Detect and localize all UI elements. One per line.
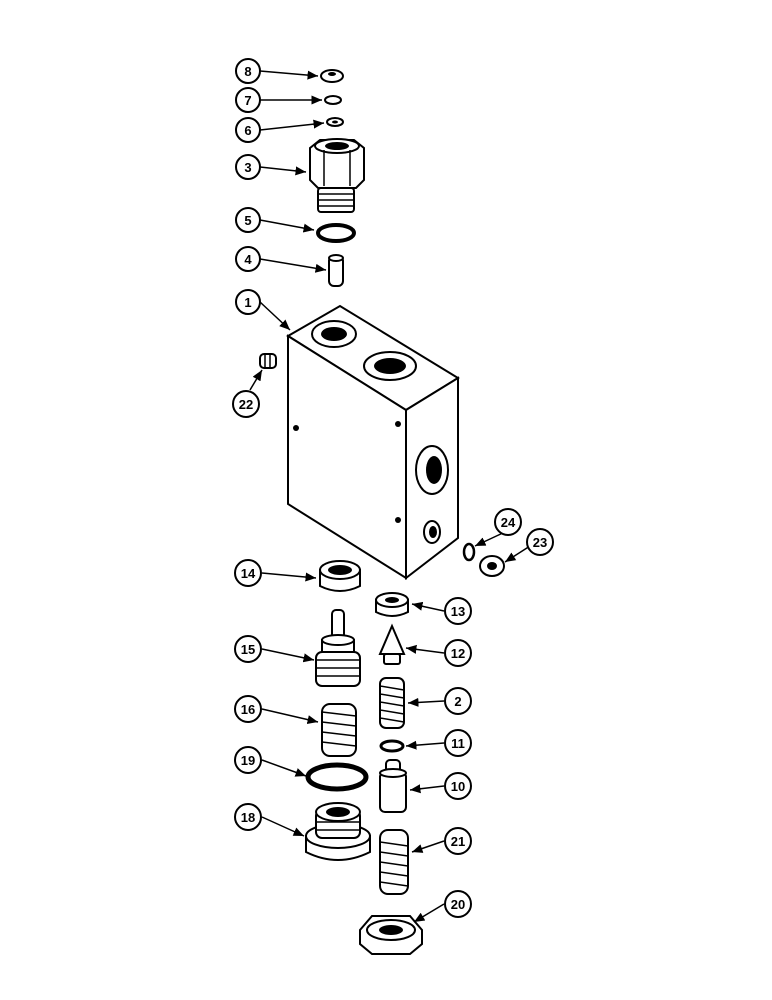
part-13-nut (375, 592, 409, 617)
callout-19: 19 (234, 746, 262, 774)
svg-text:4: 4 (244, 252, 252, 267)
part-18-plug (305, 802, 371, 861)
callout-10: 10 (444, 772, 472, 800)
svg-text:22: 22 (239, 397, 253, 412)
svg-text:5: 5 (244, 213, 251, 228)
part-3-fitting (309, 138, 365, 213)
svg-text:13: 13 (451, 604, 465, 619)
svg-text:11: 11 (451, 736, 465, 751)
part-23-plug (479, 555, 505, 577)
svg-text:19: 19 (241, 753, 255, 768)
part-20-hex-nut (359, 915, 423, 955)
callout-21: 21 (444, 827, 472, 855)
part-7-disc (324, 95, 342, 105)
svg-text:18: 18 (241, 810, 255, 825)
part-22-set-screw (259, 353, 277, 369)
part-19-o-ring (305, 762, 369, 792)
callout-14: 14 (234, 559, 262, 587)
part-11-o-ring (379, 739, 405, 753)
svg-text:15: 15 (241, 642, 255, 657)
callout-2: 2 (444, 687, 472, 715)
callout-16: 16 (234, 695, 262, 723)
part-24-ring (462, 542, 476, 562)
svg-text:23: 23 (533, 535, 547, 550)
callout-8: 8 (235, 58, 261, 84)
callout-20: 20 (444, 890, 472, 918)
svg-text:16: 16 (241, 702, 255, 717)
svg-text:21: 21 (451, 834, 465, 849)
part-15-spool (315, 609, 361, 687)
svg-text:1: 1 (244, 295, 251, 310)
part-2-spring (379, 677, 405, 729)
callout-15: 15 (234, 635, 262, 663)
svg-text:3: 3 (244, 160, 251, 175)
leader-lines (249, 70, 531, 923)
part-8-washer (320, 69, 344, 83)
callout-24: 24 (494, 508, 522, 536)
callout-1: 1 (235, 289, 261, 315)
svg-text:14: 14 (241, 566, 256, 581)
svg-text:10: 10 (451, 779, 465, 794)
part-12-cone (378, 623, 406, 665)
callout-5: 5 (235, 207, 261, 233)
svg-text:7: 7 (244, 93, 251, 108)
callout-22: 22 (232, 390, 260, 418)
svg-text:2: 2 (454, 694, 461, 709)
svg-text:8: 8 (244, 64, 251, 79)
callout-7: 7 (235, 87, 261, 113)
part-21-threaded-rod (379, 829, 409, 895)
part-4-pin (328, 254, 344, 287)
callout-3: 3 (235, 154, 261, 180)
callout-12: 12 (444, 639, 472, 667)
callout-18: 18 (234, 803, 262, 831)
part-1-valve-block (286, 304, 460, 581)
svg-text:20: 20 (451, 897, 465, 912)
callout-23: 23 (526, 528, 554, 556)
callout-13: 13 (444, 597, 472, 625)
svg-text:6: 6 (244, 123, 251, 138)
svg-text:24: 24 (501, 515, 516, 530)
part-5-o-ring (316, 223, 356, 243)
callout-11: 11 (444, 729, 472, 757)
part-16-spring (321, 703, 357, 757)
svg-text:12: 12 (451, 646, 465, 661)
callout-6: 6 (235, 117, 261, 143)
part-6-ring (326, 117, 344, 127)
part-14-cup (319, 560, 361, 592)
callout-4: 4 (235, 246, 261, 272)
part-10-plunger (379, 759, 407, 813)
